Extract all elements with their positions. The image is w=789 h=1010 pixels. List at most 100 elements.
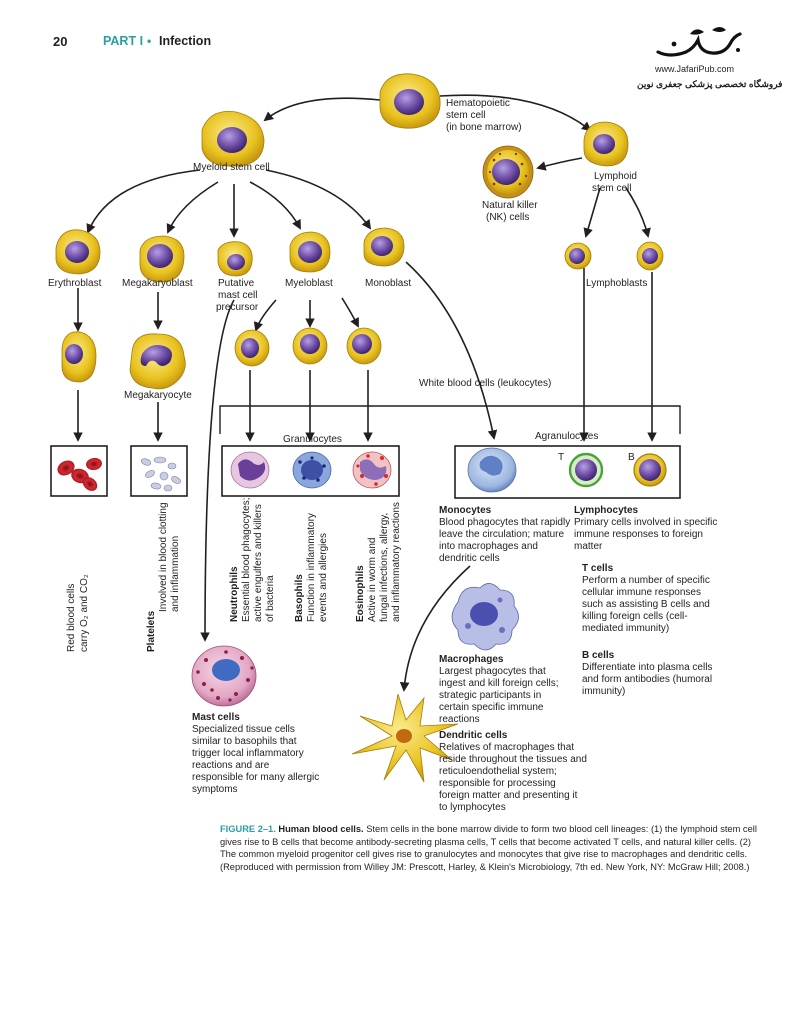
hsc-label-1: Hematopoietic [446,98,510,109]
eosinophils-title: Eosinophils [355,565,366,622]
lymphoblast-left-cell-icon [564,242,592,270]
myeloid-stem-label: Myeloid stem cell [193,162,270,173]
figure-caption: FIGURE 2–1. Human blood cells. Stem cell… [220,823,763,873]
megakaryoblast-label: Megakaryoblast [122,278,193,289]
neutrophils-desc-2: active engulfers and killers [253,504,264,622]
megakaryoblast-cell-icon [139,235,185,283]
arrow-myeloblast-right [341,297,359,328]
mast-precursor-label-1: Putative [218,278,255,289]
megakaryocyte-label: Megakaryocyte [124,390,192,401]
eosinophils-desc-2: fungal infections, allergy, [379,512,390,622]
b-cells-desc: Differentiate into plasma cells and form… [582,662,713,697]
mast-precursor-cell-icon [217,241,253,277]
myeloblast-cell-icon [289,231,331,273]
platelets-desc-2: and inflammation [170,535,181,612]
macrophages-desc: Largest phagocytes that ingest and kill … [439,666,559,725]
basophils-desc-2: events and allergies [318,533,329,622]
part-label: PART I [103,34,144,48]
publisher-url: www.JafariPub.com [655,64,735,74]
granulocytes-label: Granulocytes [283,434,342,445]
arrow-myeloid-to-erythroblast [86,169,201,234]
eosinophil-cell-icon [352,451,392,489]
b-marker: B [628,452,635,463]
dendritic-cell-icon [351,693,459,783]
myelocyte-right-cell-icon [346,327,382,365]
hsc-label-2: stem cell [446,110,486,121]
myelocyte-left-cell-icon [234,329,270,367]
t-marker: T [558,452,565,463]
caption-title: Human blood cells. [278,824,364,834]
arrow-monoblast-to-monocyte [405,261,498,440]
late-erythroblast-cell-icon [61,331,97,383]
macrophage-cell-icon [451,583,519,651]
publisher-logo-icon [656,27,742,57]
rbc-cells-icon [57,457,102,491]
neutrophils-desc-1: Essential blood phagocytes; [241,497,252,622]
nk-label-1: Natural killer [482,200,538,211]
lymphocytes-desc: Primary cells involved in specific immun… [574,517,718,552]
arrow-lymphoid-to-lymphoblast-2 [625,187,651,238]
lymphoblast-right-cell-icon [636,241,664,271]
macrophages-title: Macrophages [439,654,504,665]
basophil-cell-icon [292,451,332,489]
basophils-title: Basophils [294,574,305,622]
lymphocytes-title: Lymphocytes [574,505,639,516]
mast-cells-desc: Specialized tissue cells similar to baso… [192,724,320,795]
mast-precursor-label-3: precursor [216,302,259,313]
eosinophils-desc-3: and inflammatory reactions [391,501,402,622]
lymphoid-stem-cell-icon [583,121,629,167]
basophils-desc-1: Function in inflammatory [306,513,317,622]
arrow-myeloblast-left [253,299,277,332]
leukocyte-bracket [219,405,681,434]
rbc-desc-2: carry O₂ and CO₂ [79,574,90,652]
monocyte-cell-icon [467,447,517,493]
dendritic-desc: Relatives of macrophages that reside thr… [439,742,587,813]
mast-precursor-label-2: mast cell [218,290,258,301]
erythroblast-label: Erythroblast [48,278,102,289]
arrow-myeloid-to-monoblast [265,169,372,230]
hsc-label-3: (in bone marrow) [446,122,522,133]
t-cell-icon [568,452,604,488]
caption-text: Stem cells in the bone marrow divide to … [220,824,757,872]
arrow-lymphoid-to-lymphoblast-1 [583,187,601,238]
lymphoblasts-label: Lymphoblasts [586,278,648,289]
publisher-tagline: فروشگاه تخصصی پزشکی جعفری نوین [637,79,783,89]
arrow-hsc-to-myeloid [263,97,381,122]
mast-cells-title: Mast cells [192,712,240,723]
eosinophils-desc-1: Active in worm and [367,537,378,622]
monoblast-label: Monoblast [365,278,412,289]
agranulocytes-label: Agranulocytes [535,431,599,442]
arrow-myeloid-to-myeloblast [249,181,301,230]
header-bullet: • [147,34,152,48]
myeloblast-label: Myeloblast [285,278,333,289]
nk-label-2: (NK) cells [486,212,530,223]
b-cell-icon [633,453,667,487]
arrow-precursor-to-mast-cell [200,299,235,642]
hsc-cell-icon [379,73,441,129]
platelets-desc-1: Involved in blood clotting [158,502,169,612]
arrow-hsc-to-lymphoid [439,94,592,132]
nk-cell-icon [482,145,534,199]
t-cells-desc: Perform a number of specific cellular im… [582,575,710,634]
neutrophils-title: Neutrophils [229,566,240,622]
wbc-label: White blood cells (leukocytes) [419,378,552,389]
lymphoid-label-1: Lymphoid [594,171,637,182]
t-cells-title: T cells [582,563,614,574]
megakaryocyte-cell-icon [129,333,186,390]
caption-label: FIGURE 2–1. [220,824,276,834]
arrow-lymphoid-to-nk [536,157,583,171]
monocytes-title: Monocytes [439,505,492,516]
arrow-monocyte-to-dendritic [399,565,471,692]
mast-cell-icon [191,645,257,707]
dendritic-title: Dendritic cells [439,730,508,741]
page-number: 20 [53,34,68,49]
platelet-cells-icon [140,456,181,492]
neutrophils-desc-3: of bacteria [265,575,276,622]
myeloid-stem-cell-icon [201,111,265,167]
rbc-desc-1: Red blood cells [66,583,77,652]
lymphoid-label-2: stem cell [592,183,632,194]
erythroblast-cell-icon [55,229,101,275]
arrow-myeloid-to-megakaryoblast [166,181,219,234]
monocytes-desc: Blood phagocytes that rapidly leave the … [439,517,571,564]
